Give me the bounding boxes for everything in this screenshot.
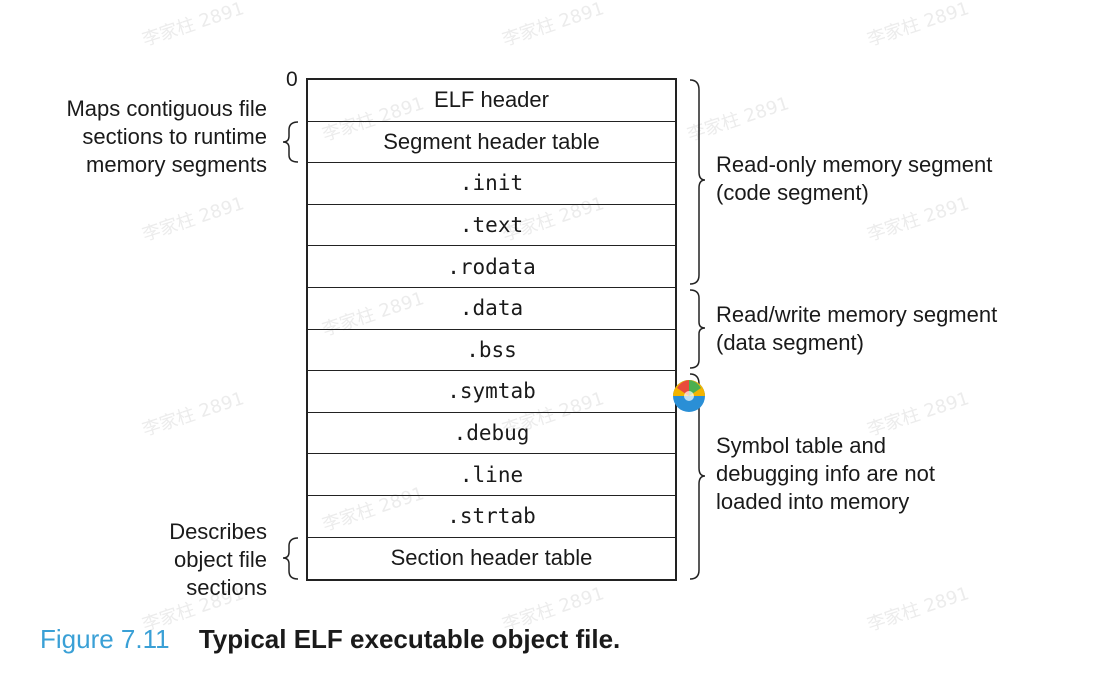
- row-init: .init: [308, 163, 675, 205]
- note-read-only-segment: Read-only memory segment (code segment): [716, 151, 992, 207]
- note-line: Describes: [169, 519, 267, 544]
- offset-zero-label: 0: [286, 68, 298, 91]
- figure-number: Figure 7.11: [40, 624, 170, 654]
- row-elf-header: ELF header: [308, 80, 675, 122]
- left-brace-segment-header: [282, 121, 299, 163]
- row-bss: .bss: [308, 330, 675, 372]
- note-line: Read/write memory segment: [716, 302, 998, 327]
- left-brace-section-header: [282, 537, 299, 580]
- note-line: debugging info are not: [716, 461, 935, 486]
- row-strtab: .strtab: [308, 496, 675, 538]
- note-line: sections to runtime: [82, 124, 267, 149]
- row-data: .data: [308, 288, 675, 330]
- note-line: sections: [186, 575, 267, 600]
- figure-title: Typical ELF executable object file.: [198, 624, 621, 654]
- note-line: loaded into memory: [716, 489, 910, 514]
- row-section-header-table: Section header table: [390, 545, 593, 571]
- elf-section-table: ELF header Segment header table .init .t…: [306, 78, 677, 582]
- right-brace-read-write: [689, 289, 706, 369]
- note-read-write-segment: Read/write memory segment (data segment): [716, 301, 997, 357]
- note-line: memory segments: [86, 152, 267, 177]
- note-line: Maps contiguous file: [66, 96, 267, 121]
- note-section-header: Describes object file sections: [169, 518, 267, 602]
- note-segment-header: Maps contiguous file sections to runtime…: [66, 95, 267, 179]
- note-line: (data segment): [716, 330, 864, 355]
- floating-app-icon[interactable]: [672, 379, 706, 413]
- row-line: .line: [308, 454, 675, 496]
- note-line: object file: [174, 547, 267, 572]
- note-line: Read-only memory segment: [716, 152, 993, 177]
- right-brace-read-only: [689, 79, 706, 285]
- right-brace-symbols: [689, 373, 706, 580]
- row-symtab: .symtab: [308, 371, 675, 413]
- note-line: (code segment): [716, 180, 869, 205]
- row-text: .text: [308, 205, 675, 247]
- note-symbol-debug: Symbol table and debugging info are not …: [716, 432, 935, 516]
- row-rodata: .rodata: [308, 246, 675, 288]
- figure-caption: Figure 7.11 Typical ELF executable objec…: [40, 624, 620, 655]
- note-line: Symbol table and: [716, 433, 886, 458]
- row-segment-header-table: Segment header table: [308, 122, 675, 164]
- row-debug: .debug: [308, 413, 675, 455]
